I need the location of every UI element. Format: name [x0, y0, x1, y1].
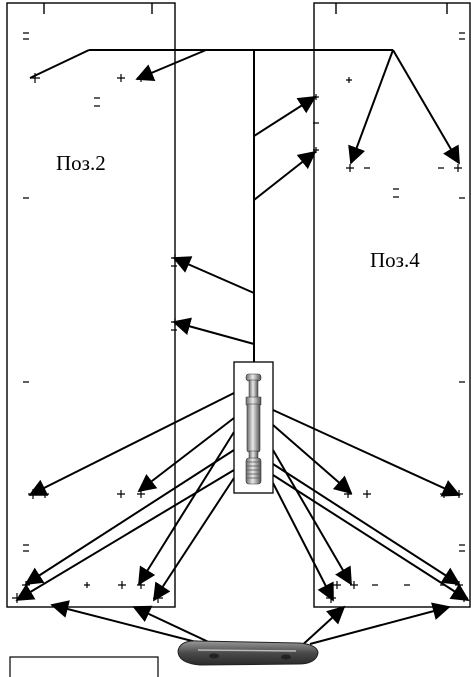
- panel-label-left: Поз.2: [56, 151, 106, 175]
- hole-markers: [12, 32, 468, 603]
- connector-bolt-icon: [233, 361, 274, 494]
- small-frame: [9, 656, 159, 677]
- leader-lines: [29, 49, 393, 362]
- right-panel: [313, 2, 471, 608]
- pointer-arrows: [15, 49, 470, 650]
- panel-label-right: Поз.4: [370, 248, 420, 272]
- cam-tool-icon: [177, 640, 319, 666]
- left-panel: [6, 2, 176, 608]
